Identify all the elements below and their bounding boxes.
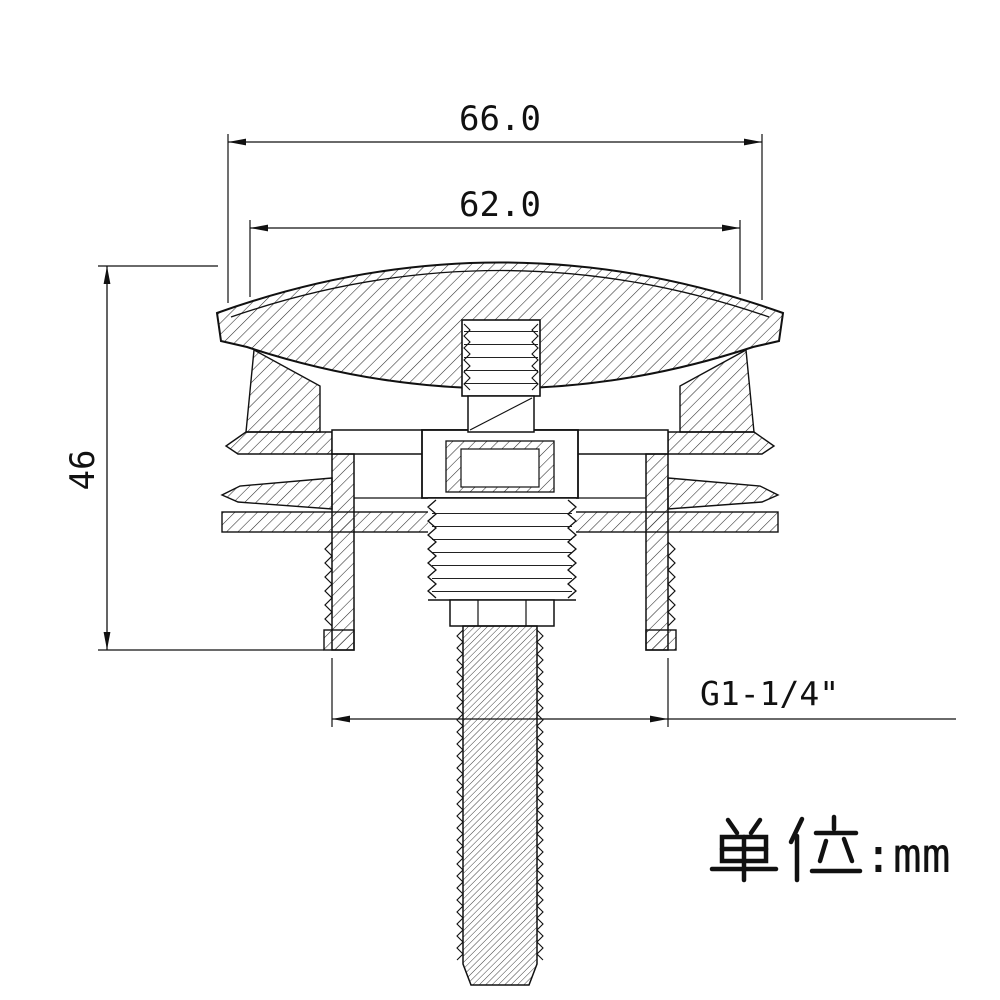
dimension-height: 46 — [63, 265, 324, 651]
drain-stopper-cross-section — [215, 261, 785, 986]
main-thread-edge-right — [567, 499, 577, 599]
lock-nut — [449, 599, 555, 627]
stem-thread-lines — [464, 323, 538, 393]
rod-thread-edge-right — [536, 629, 544, 961]
body-thread-serration-left — [324, 541, 333, 627]
main-thread-lines — [432, 502, 572, 596]
unit-label-text: :mm — [864, 828, 951, 884]
rod-thread-edge-left — [456, 629, 464, 961]
cam-housing-core — [460, 448, 540, 488]
unit-label-cjk-dan-glyph — [709, 817, 779, 883]
seal-wing-lower-left — [220, 477, 333, 510]
stem-guide-diagonal — [469, 397, 533, 431]
dimension-value-height: 46 — [63, 450, 103, 491]
dimension-value-outer: 66.0 — [459, 99, 541, 139]
seal-wing-lower-right — [667, 477, 780, 510]
stem-thread-edge-left — [463, 323, 471, 391]
unit-label: :mm — [709, 814, 951, 884]
dimension-thread-spec: G1-1/4" — [331, 658, 956, 727]
seal-wing-upper-right — [667, 431, 776, 455]
dimension-inner-width: 62.0 — [249, 185, 741, 297]
threaded-rod — [462, 625, 538, 986]
unit-label-cjk-wei-glyph — [788, 814, 863, 883]
body-wall-left — [331, 453, 355, 651]
seal-wing-upper-left — [224, 431, 333, 455]
main-thread-edge-left — [427, 499, 437, 599]
body-thread-serration-right — [667, 541, 676, 627]
stem-thread-edge-right — [531, 323, 539, 391]
body-wall-right — [645, 453, 669, 651]
dimension-value-inner: 62.0 — [459, 185, 541, 225]
dimension-outer-width: 66.0 — [227, 99, 763, 303]
cap-rim-line — [230, 269, 770, 318]
body-foot-left — [323, 629, 355, 651]
thread-spec-label: G1-1/4" — [700, 674, 839, 713]
body-foot-right — [645, 629, 677, 651]
